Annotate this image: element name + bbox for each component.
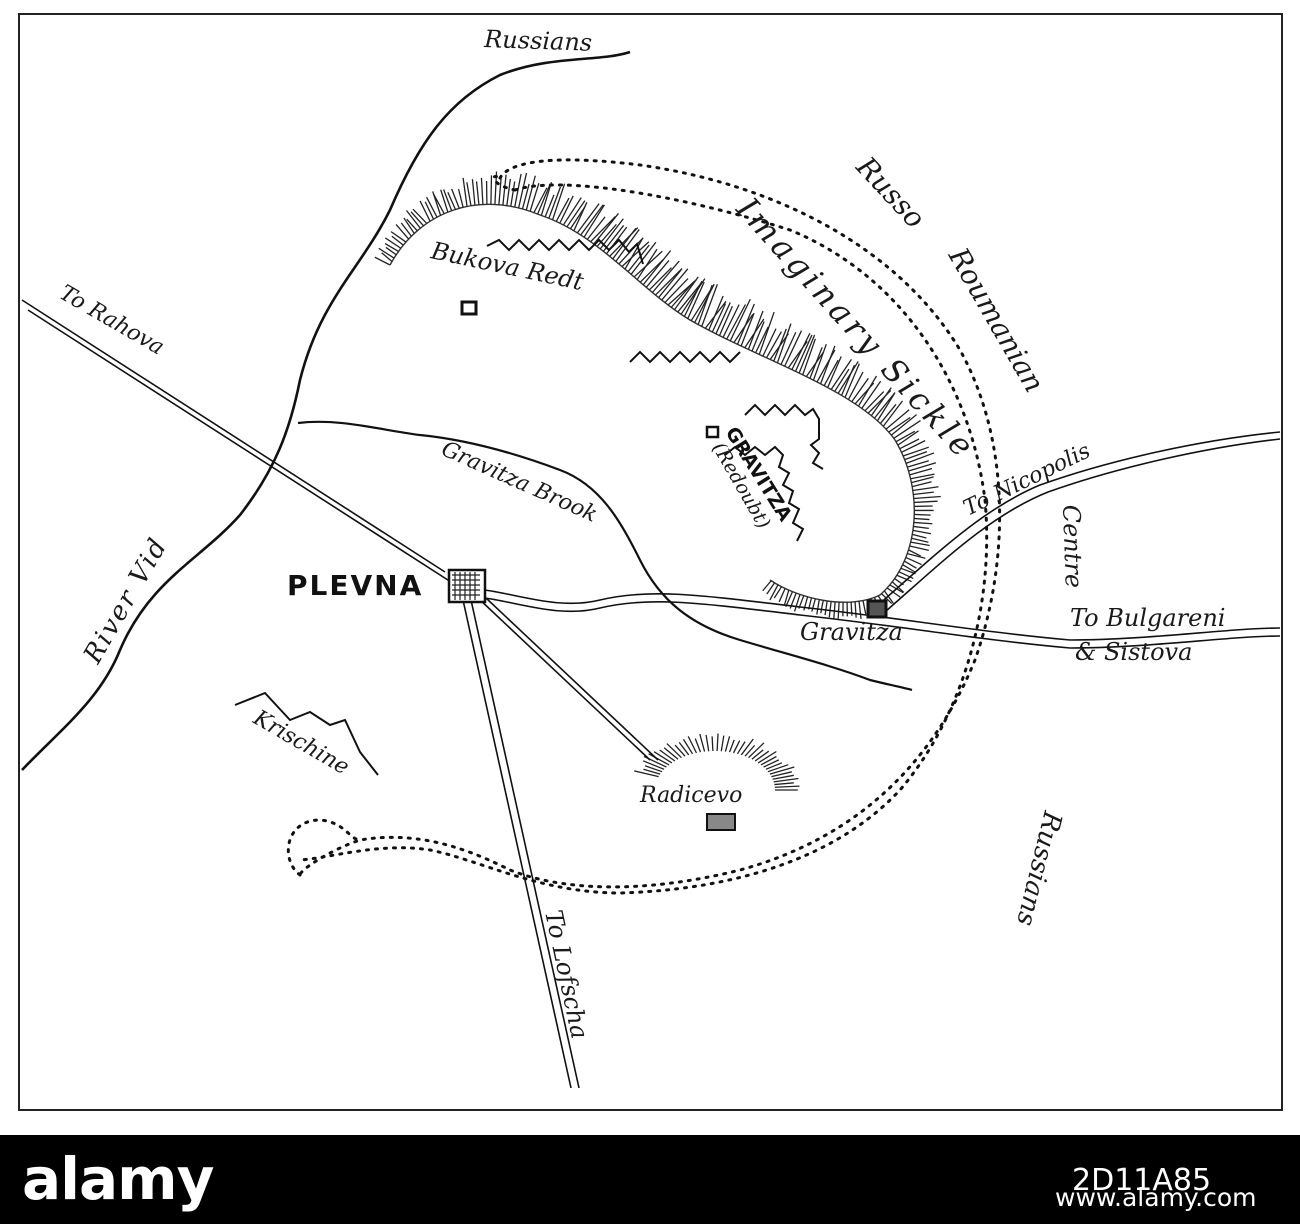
label-imaginary-sickle: Imaginary Sickle bbox=[728, 189, 984, 467]
river-vid bbox=[22, 52, 630, 770]
footer-url: www.alamy.com bbox=[1055, 1183, 1257, 1212]
label-gravitza-village: Gravitza bbox=[800, 618, 903, 646]
label-bukova-redt: Bukova Redt bbox=[428, 236, 587, 296]
road-to-radicevo bbox=[478, 598, 658, 760]
hachure-strokes bbox=[375, 172, 941, 619]
gravitza-brook bbox=[298, 422, 912, 690]
label-river-vid: River Vid bbox=[78, 532, 174, 669]
label-gravitza-brook: Gravitza Brook bbox=[438, 437, 601, 528]
label-russians-southeast: Russians bbox=[1010, 807, 1068, 929]
label-russo: Russo bbox=[849, 150, 932, 235]
radicevo-hill-hachures bbox=[634, 734, 799, 790]
label-centre: Centre bbox=[1057, 504, 1088, 588]
label-sistova: & Sistova bbox=[1075, 638, 1192, 666]
plevna-town bbox=[449, 570, 485, 602]
label-to-lofscha: To Lofscha bbox=[539, 907, 594, 1041]
label-to-bulgareni: To Bulgareni bbox=[1070, 604, 1225, 632]
label-russians-north: Russians bbox=[483, 25, 593, 57]
label-plevna: PLEVNA bbox=[287, 569, 423, 602]
label-roumanian: Roumanian bbox=[941, 241, 1051, 398]
bukova-redoubt-marker bbox=[462, 302, 476, 314]
gravitza-redoubt-marker bbox=[707, 427, 718, 437]
label-radicevo: Radicevo bbox=[639, 783, 742, 808]
road-to-rahova bbox=[22, 300, 451, 582]
gravitza-village-marker bbox=[868, 601, 886, 617]
brand-logo: alamy bbox=[22, 1145, 213, 1213]
radicevo-village-marker bbox=[707, 814, 735, 830]
map-frame bbox=[19, 14, 1282, 1110]
plevna-battle-map: Russians To Rahova Bukova Redt Imaginary… bbox=[0, 0, 1300, 1135]
label-to-rahova: To Rahova bbox=[55, 281, 168, 361]
